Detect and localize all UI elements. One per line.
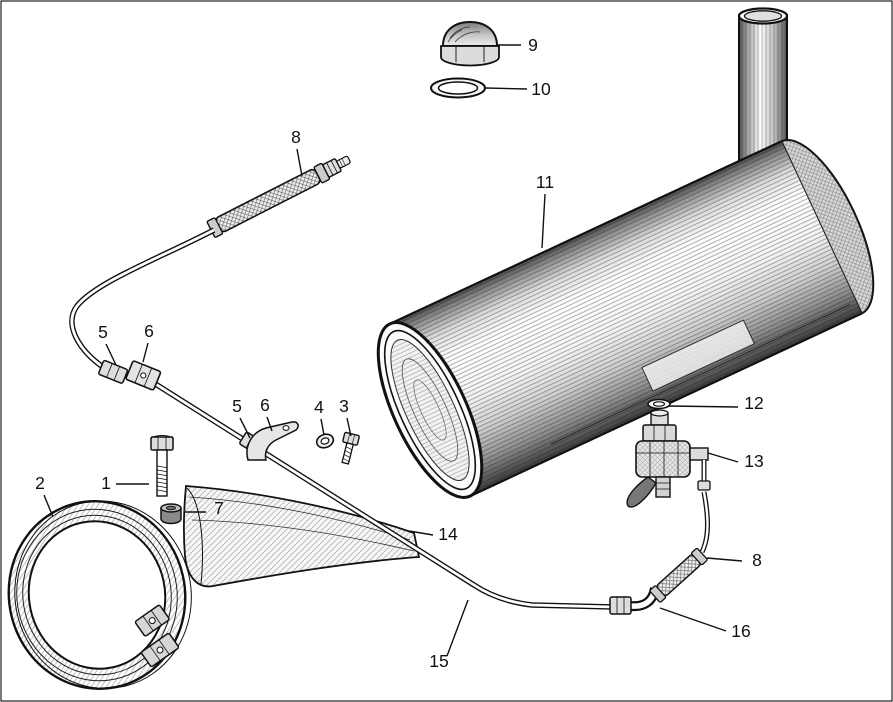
leader-line (707, 452, 739, 463)
leader-line (142, 342, 149, 363)
callout-6b: 6 (260, 395, 270, 415)
leader-line (485, 87, 528, 90)
callout-6a: 6 (144, 321, 154, 341)
part-clamp-band (7, 500, 192, 690)
leader-line (296, 148, 303, 177)
callout-8b: 8 (752, 550, 762, 570)
leader-line (541, 193, 546, 249)
leader-line (706, 557, 743, 562)
callout-9: 9 (528, 35, 538, 55)
part-pipe-tap-to-hose (699, 491, 710, 554)
part-pipe-clip (246, 421, 299, 461)
callout-3: 3 (339, 396, 349, 416)
leader-line (320, 418, 325, 436)
part-heat-shield (183, 485, 421, 588)
callout-7: 7 (214, 498, 224, 518)
callout-10: 10 (531, 79, 551, 99)
part-union-nut-upper (98, 359, 129, 384)
callout-5a: 5 (98, 322, 108, 342)
part-flexible-hose-upper (206, 155, 351, 238)
clamp-band-buckle (134, 604, 170, 637)
callout-4: 4 (314, 397, 324, 417)
part-flexible-hose-lower (649, 547, 708, 603)
callout-11: 11 (536, 172, 554, 192)
leader-line (43, 494, 54, 518)
part-tap-washer (647, 398, 671, 410)
callout-15: 15 (429, 651, 448, 671)
leader-line (659, 607, 727, 632)
callout-1: 1 (101, 473, 111, 493)
part-pipe-fitting-upper (125, 360, 162, 391)
leader-line (105, 343, 117, 366)
callout-13: 13 (744, 451, 763, 471)
leader-line (239, 417, 251, 439)
part-bolt (150, 435, 174, 497)
part-bolt-small (341, 431, 360, 465)
part-sealing-washer (430, 77, 486, 99)
leader-line (408, 530, 434, 536)
callout-8a: 8 (291, 127, 301, 147)
part-washer-4 (315, 433, 335, 449)
callout-5b: 5 (232, 396, 242, 416)
callout-14: 14 (438, 524, 458, 544)
part-dome-cap-nut (440, 20, 500, 67)
leader-lines (43, 44, 743, 657)
callout-12: 12 (744, 393, 763, 413)
part-drain-tap (626, 409, 711, 508)
leader-line (266, 416, 273, 432)
part-elbow-union (609, 586, 660, 615)
silencer-plate (641, 319, 755, 392)
tap-lever (626, 476, 657, 508)
callout-2: 2 (35, 473, 45, 493)
part-spacer-nut (160, 503, 182, 525)
leader-line (446, 599, 469, 657)
callout-16: 16 (731, 621, 750, 641)
part-silencer-body (376, 139, 875, 499)
leader-line (667, 405, 739, 408)
callout-labels: 9 10 8 11 5 6 5 6 4 3 12 13 2 1 7 14 8 1… (35, 35, 764, 671)
clamp-band-bolt (140, 632, 180, 668)
part-pipe-upper-run (69, 227, 216, 370)
leader-line (346, 417, 352, 437)
part-pipe-15 (144, 375, 615, 610)
